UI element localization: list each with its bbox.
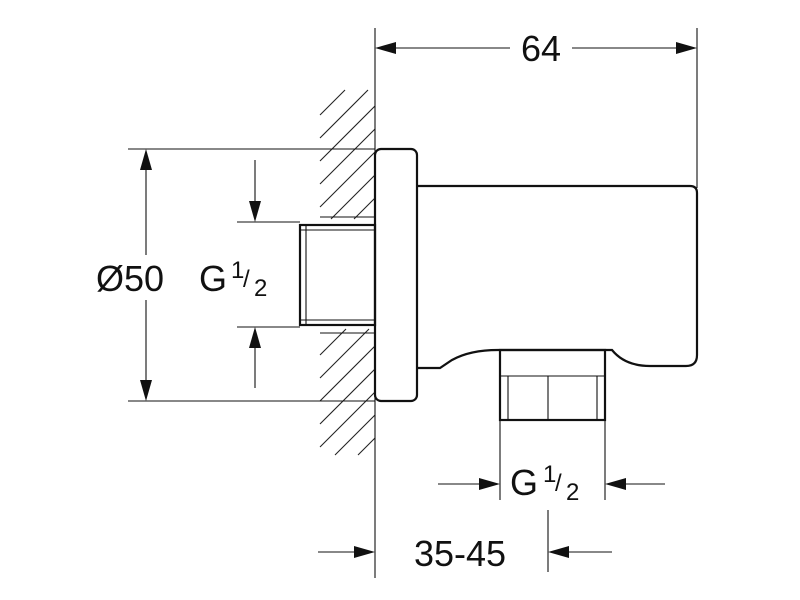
wall-hatching-lower [319,328,376,456]
wall-offset-label: 35-45 [414,533,506,574]
outlet-thread-dimension [438,420,665,500]
inlet-thread-denominator: 2 [254,275,267,302]
diameter-dimension [128,148,375,402]
outlet-thread-slash: / [555,470,562,497]
outlet-thread-denominator: 2 [566,479,579,506]
inlet-thread-letter: G [199,258,227,299]
diameter-label: Ø50 [96,258,164,299]
overall-width-label: 64 [521,28,561,69]
wall-hatching-upper [319,89,376,220]
diameter-symbol: Ø [96,258,124,299]
outlet-thread-label: G 1 / 2 [510,461,579,506]
outlet-body [417,184,699,370]
inlet-thread-dimension [237,160,300,388]
wall-flange [373,147,419,403]
outlet-thread-letter: G [510,462,538,503]
diameter-value: 50 [124,258,164,299]
outlet-thread-nipple [498,348,607,422]
inlet-thread-nipple [298,216,377,334]
inlet-thread-slash: / [243,266,250,293]
inlet-thread-label: G 1 / 2 [199,257,267,302]
inlet-thread-numerator: 1 [231,257,244,284]
outlet-thread-numerator: 1 [543,461,556,488]
overall-width-dimension [375,42,697,54]
wall-offset-dimension [318,510,612,572]
